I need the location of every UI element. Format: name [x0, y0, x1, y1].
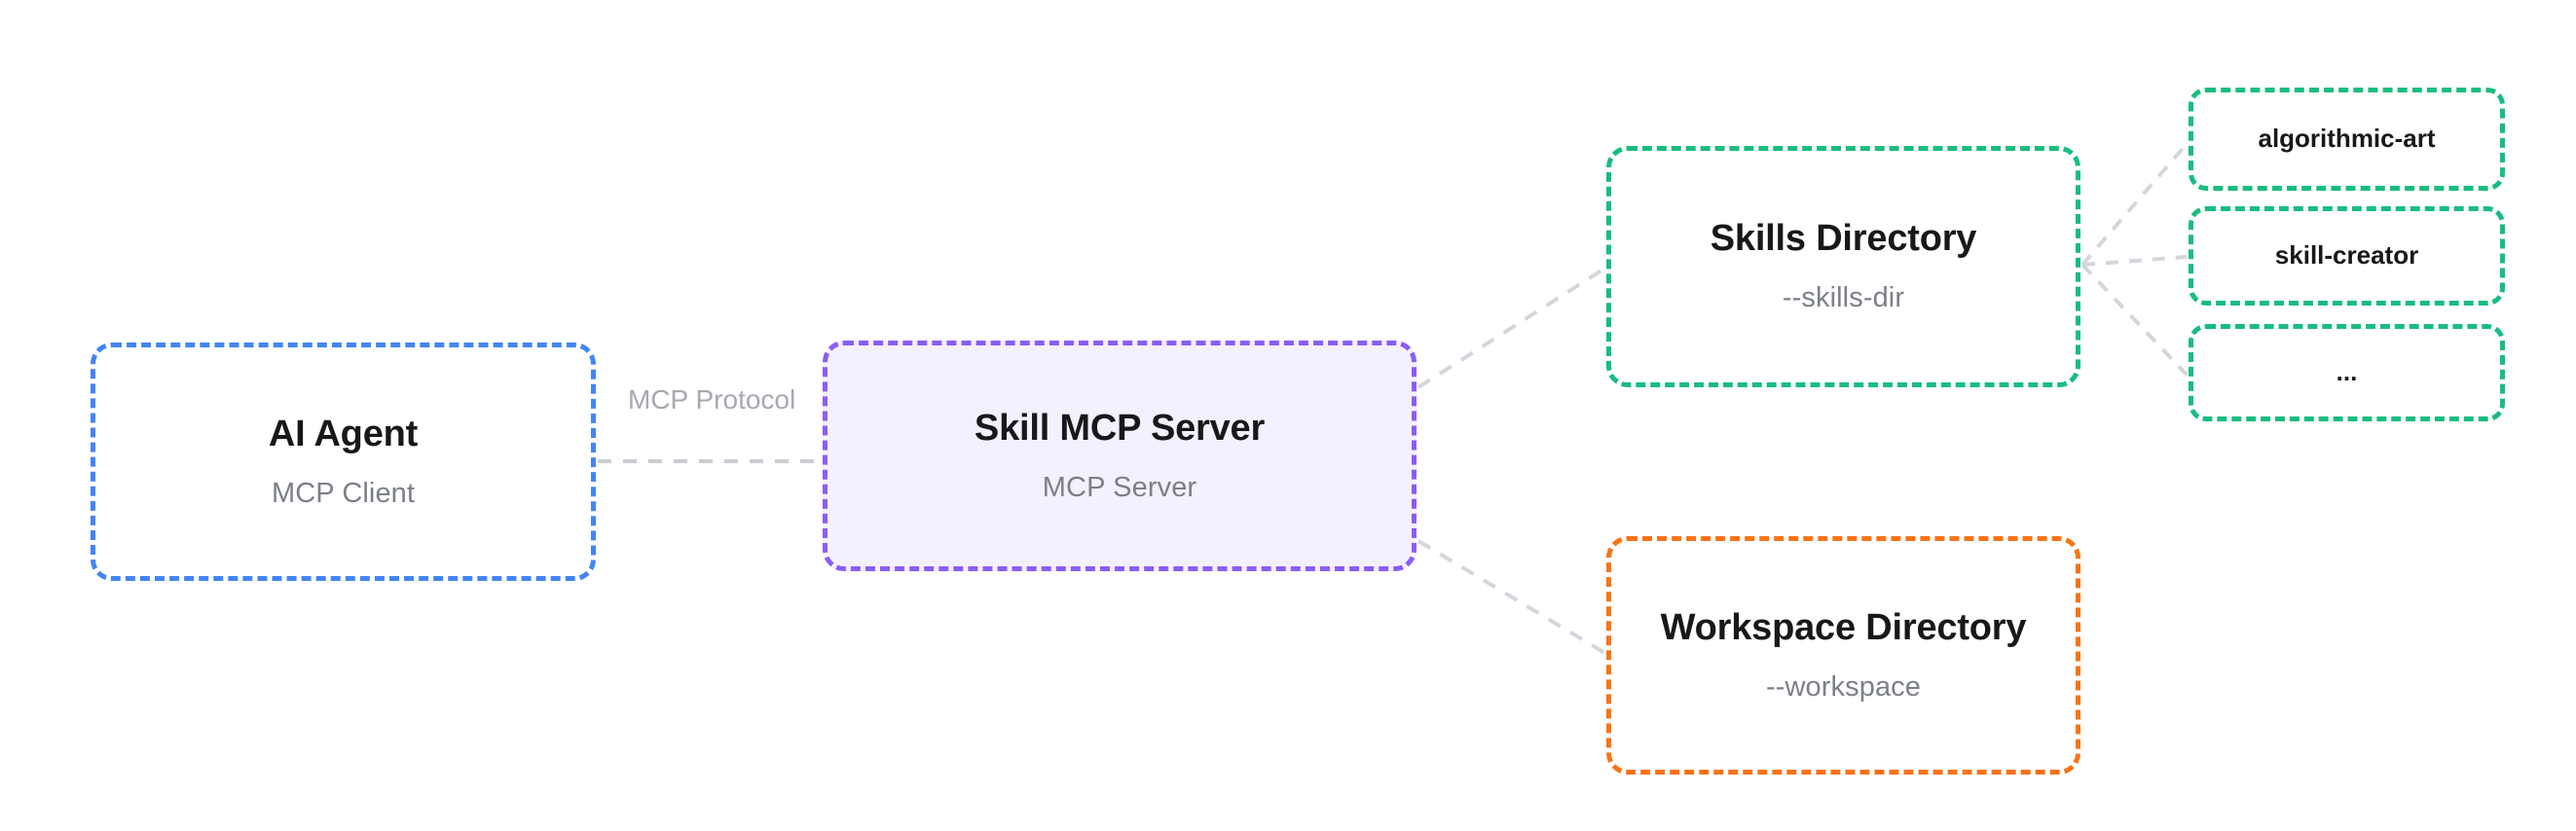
edge-label-mcp-protocol: MCP Protocol [628, 384, 796, 415]
node-workspace-directory-subtitle: --workspace [1765, 670, 1922, 703]
node-skills-directory-subtitle: --skills-dir [1782, 282, 1905, 314]
node-skill-skill-creator-label: skill-creator [2274, 240, 2419, 271]
node-skills-directory[interactable]: Skills Directory --skills-dir [1606, 146, 2080, 387]
edge-server-to-workspace [1417, 539, 1608, 656]
node-skill-more-skills[interactable]: ... [2189, 324, 2505, 421]
node-skill-more-skills-label: ... [2336, 357, 2358, 387]
node-skill-mcp-server[interactable]: Skill MCP Server MCP Server [823, 341, 1417, 571]
node-skill-mcp-server-subtitle: MCP Server [1042, 471, 1197, 503]
node-skill-algorithmic-art-label: algorithmic-art [2258, 124, 2436, 154]
edge-server-to-skills [1417, 267, 1606, 389]
edge-skills-to-skill-creator [2081, 255, 2188, 267]
node-workspace-directory-title: Workspace Directory [1660, 606, 2027, 648]
node-ai-agent[interactable]: AI Agent MCP Client [91, 343, 596, 581]
node-skill-mcp-server-title: Skill MCP Server [974, 407, 1266, 449]
node-workspace-directory[interactable]: Workspace Directory --workspace [1606, 536, 2080, 775]
node-ai-agent-subtitle: MCP Client [271, 477, 416, 509]
node-skill-algorithmic-art[interactable]: algorithmic-art [2189, 88, 2505, 191]
node-ai-agent-title: AI Agent [268, 413, 419, 454]
node-skill-skill-creator[interactable]: skill-creator [2189, 206, 2505, 306]
node-skills-directory-title: Skills Directory [1710, 218, 1977, 260]
edge-skills-to-more-skills [2080, 263, 2189, 377]
edge-skills-to-algorithmic-art [2080, 142, 2189, 267]
